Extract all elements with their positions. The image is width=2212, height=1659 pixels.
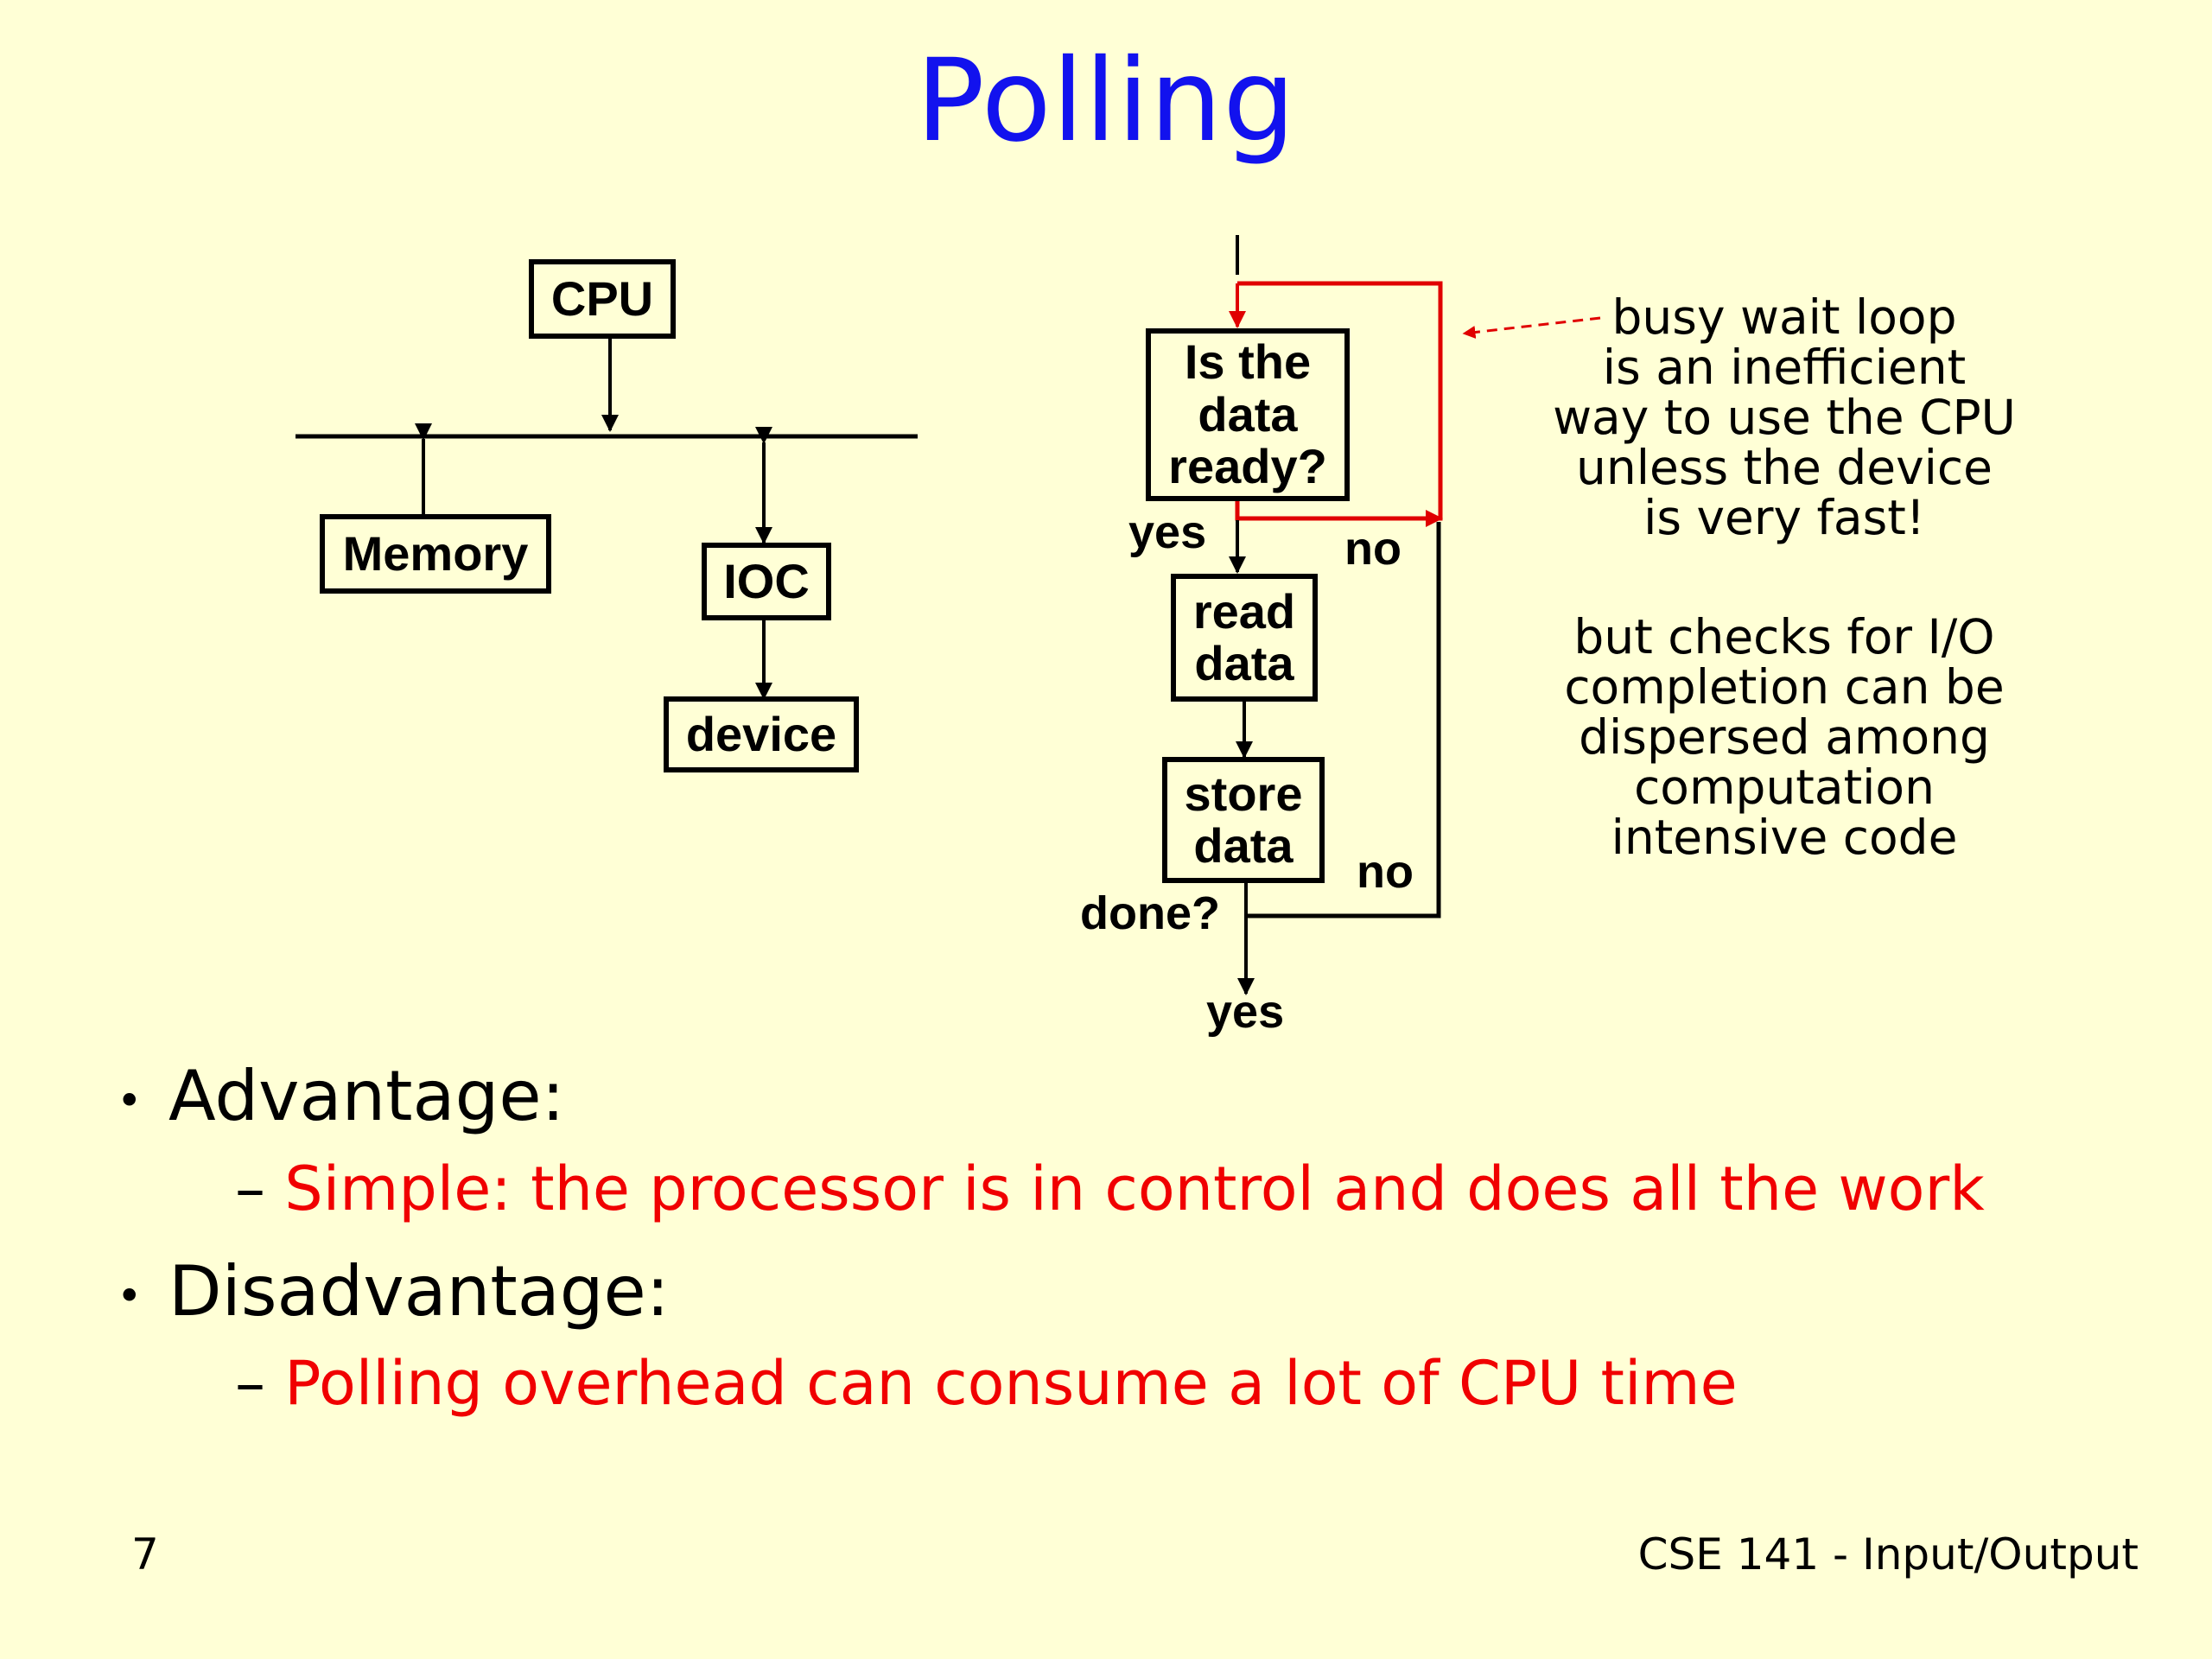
busy-wait-note: busy wait loop is an inefficient way to …: [1553, 289, 2016, 545]
bullet-advantage: • Advantage:: [117, 1056, 565, 1136]
yes-label-done: yes: [1206, 986, 1285, 1038]
yes-label-check: yes: [1128, 506, 1207, 558]
bullet-dot: •: [117, 1271, 143, 1322]
read-data-box: read data: [1171, 574, 1318, 702]
memory-box: Memory: [320, 514, 551, 594]
bullet-dot: •: [117, 1076, 143, 1127]
dispersed-checks-note: but checks for I/O completion can be dis…: [1564, 609, 2005, 865]
disadvantage-heading: Disadvantage:: [168, 1251, 670, 1332]
course-footer: CSE 141 - Input/Output: [1637, 1529, 2139, 1580]
disadvantage-text: Polling overhead can consume a lot of CP…: [284, 1348, 1738, 1419]
advantage-heading: Advantage:: [168, 1056, 565, 1136]
data-ready-check-box: Is the data ready?: [1146, 328, 1350, 501]
no-label-check: no: [1344, 523, 1402, 575]
bullet-disadvantage: • Disadvantage:: [117, 1251, 670, 1332]
slide-title: Polling: [915, 35, 1297, 168]
no-label-done: no: [1357, 846, 1414, 898]
dash: –: [235, 1154, 265, 1224]
device-box: device: [664, 696, 859, 772]
done-label: done?: [1080, 887, 1220, 939]
note-pointer-dashed: [1462, 316, 1601, 339]
done-no-branch: [1246, 522, 1441, 918]
advantage-detail: – Simple: the processor is in control an…: [235, 1154, 1985, 1224]
page-number: 7: [131, 1529, 159, 1580]
ioc-box: IOC: [702, 543, 831, 620]
store-data-box: store data: [1162, 757, 1325, 883]
advantage-text: Simple: the processor is in control and …: [284, 1154, 1985, 1224]
dash: –: [235, 1348, 265, 1419]
disadvantage-detail: – Polling overhead can consume a lot of …: [235, 1348, 1738, 1419]
cpu-box: CPU: [529, 259, 676, 339]
